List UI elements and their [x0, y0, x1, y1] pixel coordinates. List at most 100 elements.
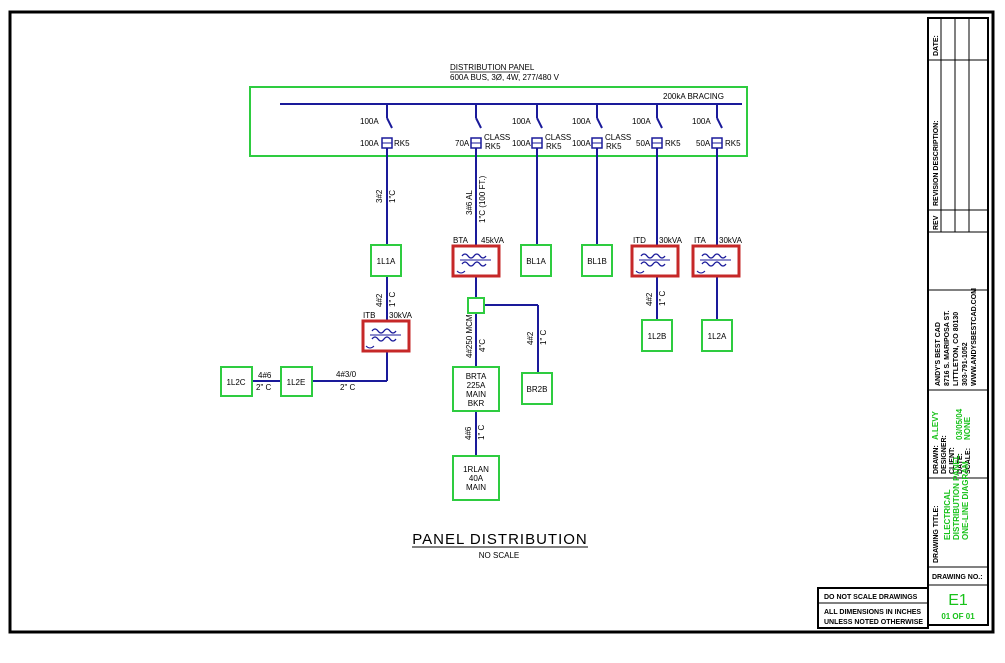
cable-label-2: 3#6 AL 1"C (100 FT.)	[465, 175, 487, 223]
svg-text:1L2E: 1L2E	[287, 378, 306, 387]
bracing-label: 200kA BRACING	[663, 92, 724, 101]
panel-br2b: BR2B	[521, 372, 553, 405]
tb-scale: NONE	[963, 416, 972, 440]
breaker-6-top: 100A	[692, 117, 711, 126]
svg-text:4#6: 4#6	[464, 426, 473, 440]
breaker-1-top: 100A	[360, 117, 379, 126]
breaker-1-type: RK5	[394, 139, 410, 148]
tb-designer-label: DESIGNER:	[941, 435, 948, 474]
title-block: DATE: REVISION DESCRIPTION: REV ANDY'S B…	[927, 17, 989, 626]
transformer-bta: BTA 45kVA	[451, 236, 505, 278]
tb-date-label: DATE:	[933, 35, 940, 56]
breaker-4-class: CLASS	[605, 133, 631, 142]
svg-text:30kVA: 30kVA	[719, 236, 743, 245]
tb-company-5: WWW.ANDYSBESTCAD.COM	[971, 288, 978, 386]
svg-text:1RLAN: 1RLAN	[463, 465, 489, 474]
panel-brta: BRTA 225A MAIN BKR	[452, 366, 500, 412]
breaker-3-top: 100A	[512, 117, 531, 126]
svg-text:ITD: ITD	[633, 236, 646, 245]
breaker-6: 100A 50A RK5	[692, 104, 741, 149]
note-3: UNLESS NOTED OTHERWISE	[824, 619, 923, 626]
drawing-title: PANEL DISTRIBUTION	[412, 531, 588, 548]
svg-text:4"C: 4"C	[478, 339, 487, 352]
svg-text:ITB: ITB	[363, 311, 375, 320]
tb-drawn: A.LEVY	[931, 410, 940, 440]
svg-text:1" C: 1" C	[388, 291, 397, 307]
tb-drawing-title-2: DISTRIBUTION PANEL	[952, 454, 961, 540]
transformer-itb: ITB 30kVA	[361, 311, 413, 353]
svg-text:BKR: BKR	[468, 399, 485, 408]
breaker-3-fuse: 100A	[512, 139, 531, 148]
tb-company-3: LITTLETON, CO 80130	[953, 312, 960, 386]
svg-text:225A: 225A	[467, 381, 486, 390]
svg-text:4#250 MCM: 4#250 MCM	[465, 314, 474, 358]
breaker-6-type: RK5	[725, 139, 741, 148]
panel-1rlan: 1RLAN 40A MAIN	[452, 455, 500, 501]
tb-drawing-title-1: ELECTRICAL	[943, 489, 952, 540]
breaker-2-fuse: 70A	[455, 139, 470, 148]
svg-text:1L2B: 1L2B	[648, 332, 667, 341]
svg-text:1L2C: 1L2C	[226, 378, 245, 387]
svg-text:3#2: 3#2	[375, 189, 384, 203]
cable-label-9: 4#6 1" C	[464, 424, 486, 440]
svg-text:1" C: 1" C	[539, 329, 548, 345]
breaker-6-fuse: 50A	[696, 139, 711, 148]
breaker-2: 70A CLASS RK5	[455, 104, 510, 151]
cable-label-3: 4#2 1" C	[375, 291, 397, 307]
panel-1l2e: 1L2E	[280, 366, 313, 397]
svg-text:BRTA: BRTA	[466, 372, 487, 381]
svg-text:MAIN: MAIN	[466, 483, 486, 492]
cable-label-4: 4#250 MCM 4"C	[465, 314, 487, 358]
svg-text:ITA: ITA	[694, 236, 707, 245]
svg-text:45kVA: 45kVA	[481, 236, 505, 245]
tb-company-1: ANDY'S BEST CAD	[935, 322, 942, 386]
tb-drawn-label: DRAWN:	[933, 445, 940, 474]
breaker-1: 100A 100A RK5	[360, 104, 410, 149]
tb-drawing-no: E1	[948, 592, 968, 609]
panel-1l2a: 1L2A	[701, 319, 733, 352]
junction-box	[467, 297, 485, 314]
svg-text:1L1A: 1L1A	[377, 257, 396, 266]
feeder-wires	[252, 148, 718, 456]
breaker-3-type: RK5	[546, 142, 562, 151]
cable-label-5: 4#2 1" C	[526, 329, 548, 345]
svg-text:30kVA: 30kVA	[659, 236, 683, 245]
svg-text:1"C: 1"C	[388, 190, 397, 203]
tb-company-2: 8716 S. MARIPOSA ST.	[944, 310, 951, 386]
svg-text:MAIN: MAIN	[466, 390, 486, 399]
tb-sheet: 01 OF 01	[941, 612, 975, 621]
cable-label-8b: 2" C	[340, 383, 356, 392]
tb-drawing-no-label: DRAWING NO.:	[932, 574, 983, 581]
svg-text:1" C: 1" C	[658, 290, 667, 306]
cable-label-6: 4#2 1" C	[645, 290, 667, 306]
breaker-1-fuse: 100A	[360, 139, 379, 148]
breaker-4-type: RK5	[606, 142, 622, 151]
breaker-2-class: CLASS	[484, 133, 510, 142]
panel-title: DISTRIBUTION PANEL	[450, 63, 535, 72]
svg-text:1"C (100 FT.): 1"C (100 FT.)	[478, 175, 487, 223]
cable-label-7b: 2" C	[256, 383, 272, 392]
breaker-2-type: RK5	[485, 142, 501, 151]
drawing-scale: NO SCALE	[479, 551, 519, 560]
panel-1l2b: 1L2B	[641, 319, 673, 352]
tb-drawing-title-label: DRAWING TITLE:	[933, 505, 940, 563]
tb-drawing-title-3: ONE-LINE DIAGRAM	[961, 461, 970, 540]
panel-bl1a: BL1A	[520, 244, 552, 277]
distribution-panel-box	[249, 86, 748, 157]
svg-text:4#2: 4#2	[526, 331, 535, 345]
breaker-5-type: RK5	[665, 139, 681, 148]
transformer-ita: ITA 30kVA	[691, 236, 743, 278]
breaker-4: 100A 100A CLASS RK5	[572, 104, 631, 151]
notes-box: DO NOT SCALE DRAWINGS ALL DIMENSIONS IN …	[817, 587, 929, 629]
breaker-5-top: 100A	[632, 117, 651, 126]
svg-text:30kVA: 30kVA	[389, 311, 413, 320]
note-1: DO NOT SCALE DRAWINGS	[824, 594, 918, 601]
breaker-3-class: CLASS	[545, 133, 571, 142]
panel-1l1a: 1L1A	[370, 244, 402, 277]
tb-date2: 03/05/04	[955, 408, 964, 440]
svg-text:1L2A: 1L2A	[708, 332, 727, 341]
breaker-4-fuse: 100A	[572, 139, 591, 148]
breaker-5-fuse: 50A	[636, 139, 651, 148]
breaker-3: 100A 100A CLASS RK5	[512, 104, 571, 151]
